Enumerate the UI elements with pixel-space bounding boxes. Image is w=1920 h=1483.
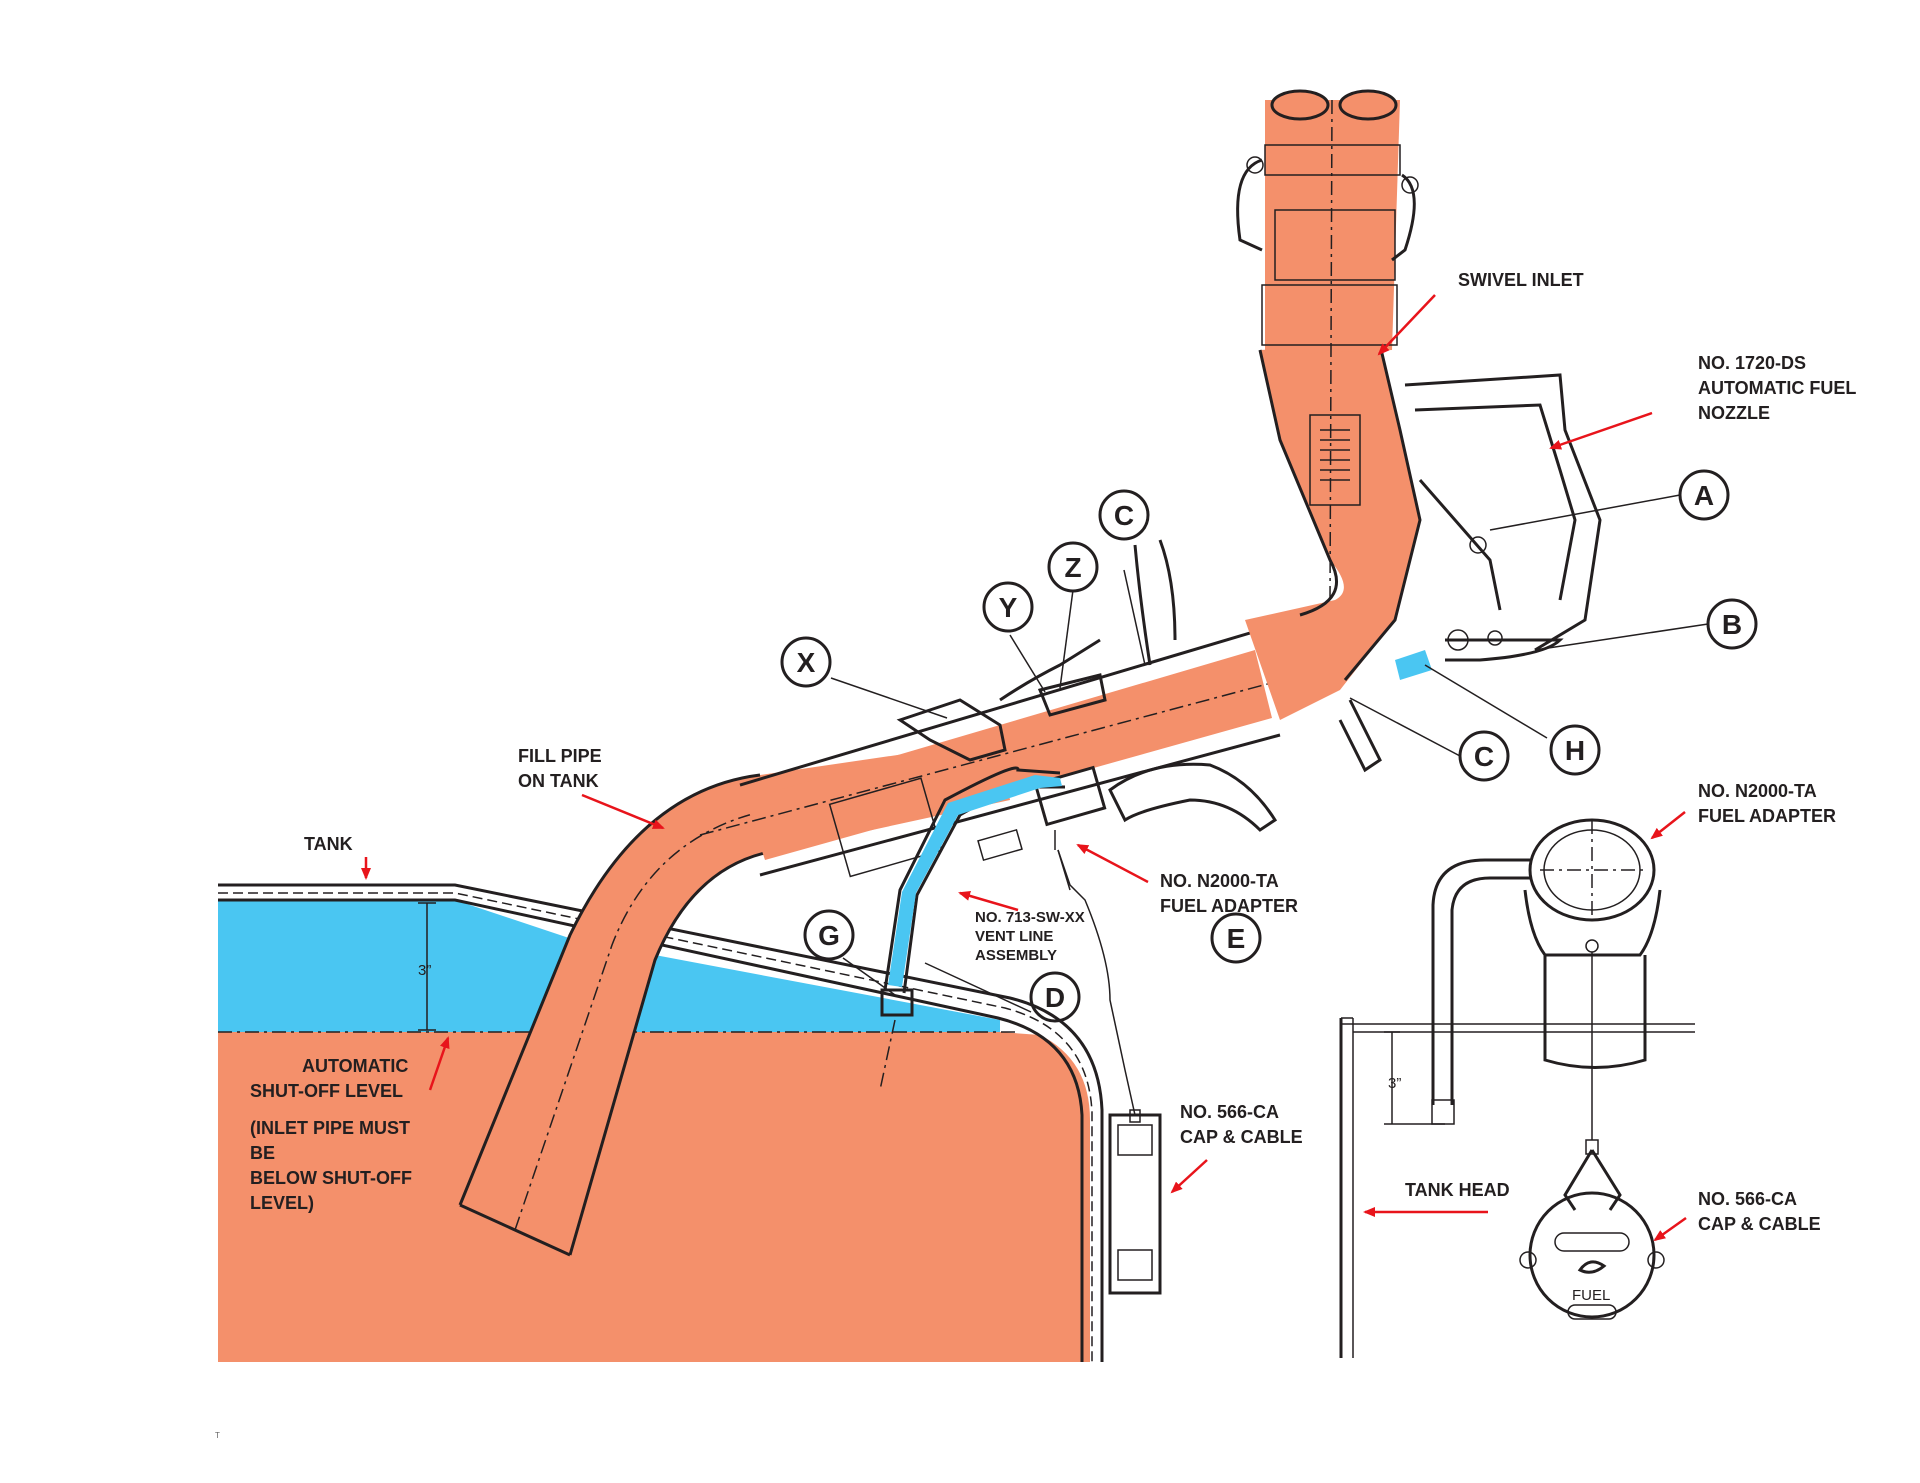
callout-E: E — [1210, 912, 1262, 964]
label-inlet-note-line1: (INLET PIPE MUST — [250, 1118, 410, 1138]
label-cap-center-line2: CAP & CABLE — [1180, 1127, 1303, 1147]
arrow-vent-line — [958, 891, 1019, 912]
callouts: A B C C H X Y Z — [780, 469, 1758, 1023]
page-mark: T — [215, 1431, 220, 1440]
label-fill-pipe-line2: ON TANK — [518, 771, 599, 791]
callout-A: A — [1678, 469, 1730, 521]
svg-text:C: C — [1114, 500, 1134, 531]
label-adapter-right-line1: NO. N2000-TA — [1698, 781, 1817, 801]
callout-H: H — [1549, 724, 1601, 776]
label-inlet-note-line3: BELOW SHUT-OFF — [250, 1168, 412, 1188]
label-vent-line-line2: VENT LINE — [975, 928, 1053, 945]
tank-fuel — [218, 1032, 1090, 1362]
nozzle-handle — [999, 373, 1602, 832]
fill-pipe — [458, 740, 1010, 1257]
label-vent-line-line3: ASSEMBLY — [975, 947, 1057, 964]
callout-D: D — [1029, 971, 1081, 1023]
label-adapter-right-line2: FUEL ADAPTER — [1698, 806, 1836, 826]
dimension-3in-left: 3” — [418, 962, 431, 979]
cap-fuel-text: FUEL — [1572, 1287, 1610, 1304]
arrows — [361, 294, 1687, 1242]
svg-text:G: G — [818, 920, 840, 951]
arrow-swivel-inlet — [1377, 294, 1436, 356]
right-detail: 3” FUEL — [1339, 818, 1695, 1358]
svg-text:A: A — [1694, 480, 1714, 511]
svg-text:X: X — [797, 647, 816, 678]
labels: SWIVEL INLET NO. 1720-DS AUTOMATIC FUEL … — [215, 270, 1856, 1440]
label-adapter-center-line2: FUEL ADAPTER — [1160, 896, 1298, 916]
callout-C-top: C — [1098, 489, 1150, 541]
nozzle-spout — [745, 650, 1272, 860]
label-vent-line-line1: NO. 713-SW-XX — [975, 909, 1085, 926]
label-tank-head: TANK HEAD — [1405, 1180, 1510, 1200]
svg-text:D: D — [1045, 982, 1065, 1013]
svg-text:C: C — [1474, 741, 1494, 772]
svg-text:B: B — [1722, 609, 1742, 640]
label-adapter-center-line1: NO. N2000-TA — [1160, 871, 1279, 891]
callout-Z: Z — [1047, 541, 1099, 593]
nozzle-body — [1245, 345, 1420, 720]
callout-Y: Y — [982, 581, 1034, 633]
svg-text:Y: Y — [999, 592, 1018, 623]
callout-G: G — [803, 909, 855, 961]
svg-text:H: H — [1565, 735, 1585, 766]
svg-text:Z: Z — [1064, 552, 1081, 583]
vent-line-assembly — [879, 766, 1065, 1091]
label-cap-center-line1: NO. 566-CA — [1180, 1102, 1279, 1122]
cap-hanging-center — [1108, 1109, 1162, 1295]
label-nozzle-line3: NOZZLE — [1698, 403, 1770, 423]
callout-leaders — [830, 494, 1709, 1013]
label-tank: TANK — [304, 834, 353, 854]
fill-pipe-body — [460, 740, 1010, 1255]
nozzle-assembly — [699, 89, 1432, 878]
callout-C-bottom: C — [1458, 730, 1510, 782]
arrow-adapter-right — [1650, 811, 1686, 840]
label-swivel-inlet: SWIVEL INLET — [1458, 270, 1584, 290]
label-shutoff-line2: SHUT-OFF LEVEL — [250, 1081, 403, 1101]
dimension-3in-right: 3” — [1388, 1075, 1401, 1092]
arrow-fill-pipe — [581, 793, 665, 830]
arrow-adapter-center — [1076, 843, 1149, 884]
arrow-shutoff — [428, 1036, 450, 1091]
callout-X: X — [780, 636, 832, 688]
label-inlet-note-line4: LEVEL) — [250, 1193, 314, 1213]
label-cap-right-line1: NO. 566-CA — [1698, 1189, 1797, 1209]
label-cap-right-line2: CAP & CABLE — [1698, 1214, 1821, 1234]
fuel-adapter — [896, 673, 1136, 1116]
arrow-cap-center — [1170, 1159, 1208, 1194]
arrow-cap-right — [1653, 1216, 1687, 1242]
cap-face-icon — [1528, 1191, 1656, 1319]
arrow-nozzle — [1549, 411, 1653, 450]
vapor-valve — [1395, 650, 1432, 680]
svg-text:E: E — [1227, 923, 1246, 954]
callout-B: B — [1706, 598, 1758, 650]
label-nozzle-line1: NO. 1720-DS — [1698, 353, 1806, 373]
label-nozzle-line2: AUTOMATIC FUEL — [1698, 378, 1856, 398]
label-shutoff-line1: AUTOMATIC — [302, 1056, 408, 1076]
label-inlet-note-line2: BE — [250, 1143, 275, 1163]
swivel-inlet — [1265, 100, 1400, 355]
label-fill-pipe-line1: FILL PIPE — [518, 746, 602, 766]
